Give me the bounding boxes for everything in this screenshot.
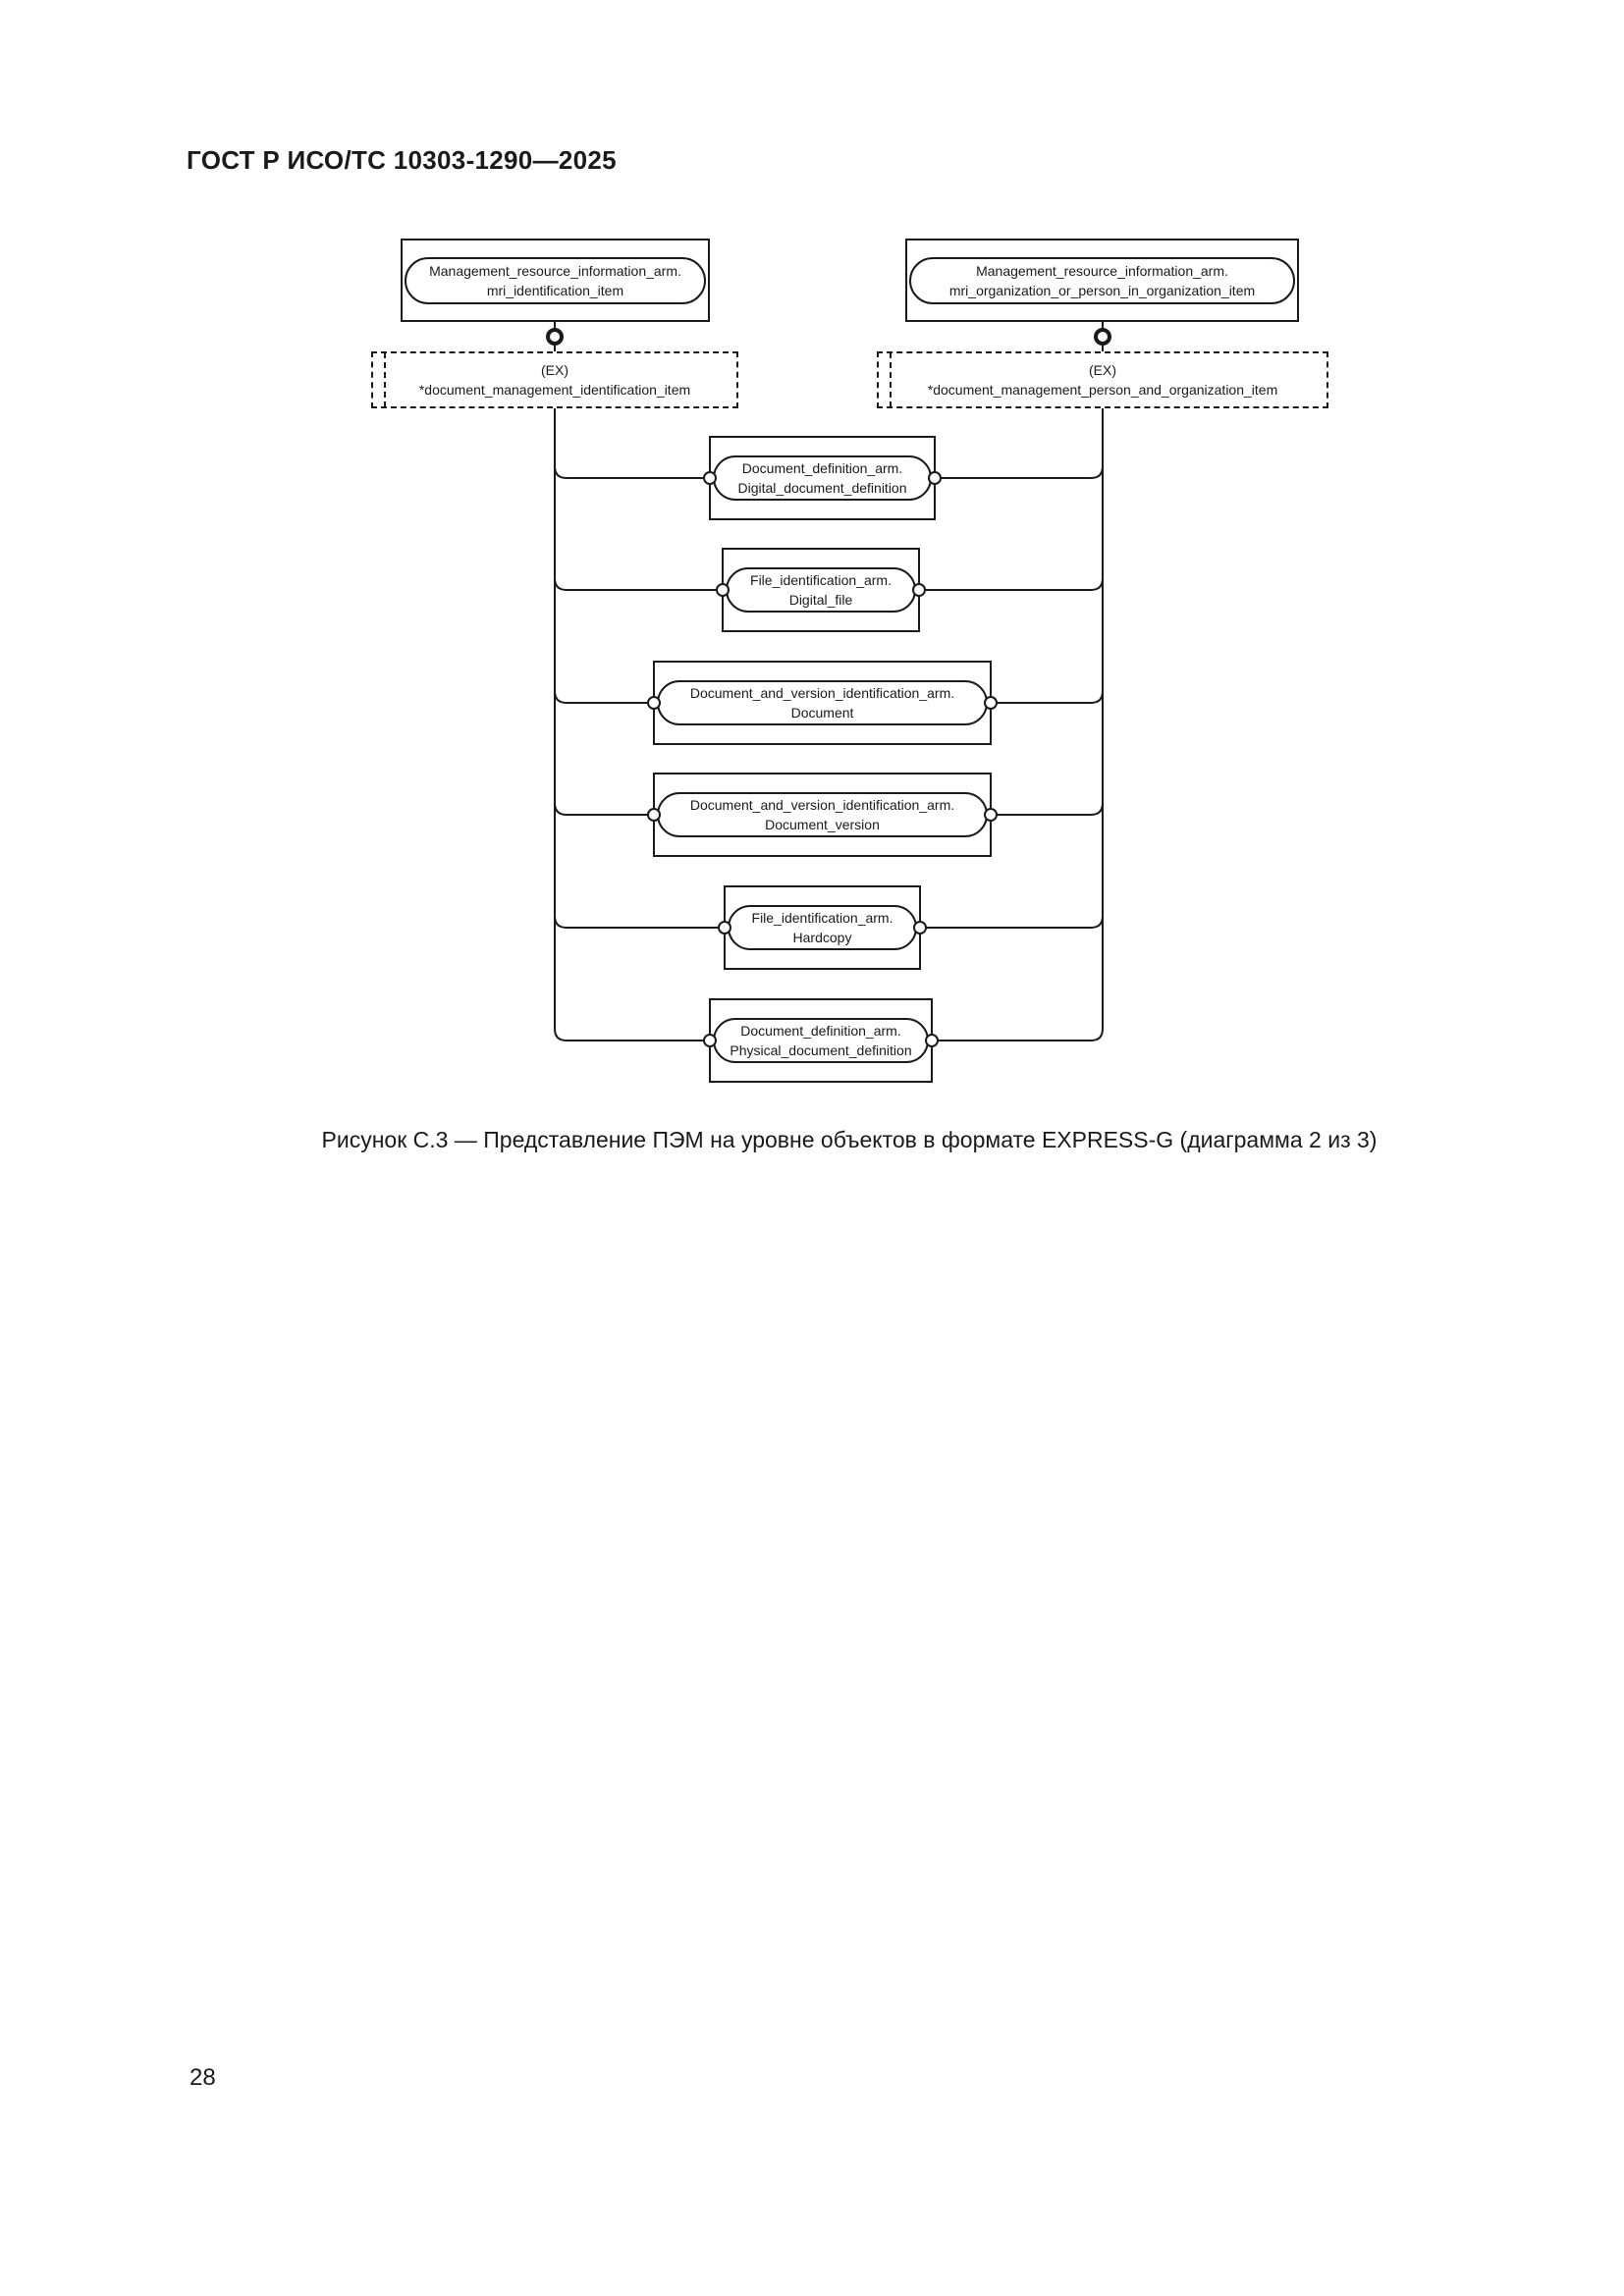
entity-schema: File_identification_arm.: [750, 572, 892, 588]
entity-name: Hardcopy: [792, 930, 852, 945]
connection-circle-icon: [984, 808, 998, 822]
entity-stadium: Document_definition_arm. Digital_documen…: [713, 455, 932, 501]
entity-stadium: File_identification_arm. Hardcopy: [728, 905, 917, 950]
select-type-box-person-and-organization-item: (EX) *document_management_person_and_org…: [877, 351, 1328, 408]
entity-stadium: Document_and_version_identification_arm.…: [657, 792, 988, 837]
entity-stadium: Management_resource_information_arm. mri…: [405, 256, 706, 304]
entity-name: Digital_document_definition: [737, 480, 907, 496]
entity-name: mri_organization_or_person_in_organizati…: [948, 282, 1256, 298]
entity-schema: Document_and_version_identification_arm.: [689, 797, 955, 813]
entity-stadium: Management_resource_information_arm. mri…: [909, 256, 1295, 304]
entity-schema: Management_resource_information_arm.: [429, 262, 681, 279]
connection-circle-icon: [984, 696, 998, 710]
relationship-circle-icon: [1094, 328, 1111, 346]
connection-circle-icon: [647, 808, 661, 822]
select-type-name: *document_management_person_and_organiza…: [927, 382, 1278, 398]
entity-schema: Management_resource_information_arm.: [976, 262, 1228, 279]
entity-name: Physical_document_definition: [730, 1042, 912, 1058]
figure-caption: Рисунок С.3 — Представление ПЭМ на уровн…: [321, 1127, 1378, 1152]
entity-box-mri-identification-item: Management_resource_information_arm. mri…: [401, 239, 710, 322]
select-type-box-identification-item: (EX) *document_management_identification…: [371, 351, 738, 408]
entity-schema: File_identification_arm.: [751, 910, 893, 926]
connection-circle-icon: [925, 1034, 939, 1047]
entity-box-mri-organization-or-person: Management_resource_information_arm. mri…: [905, 239, 1299, 322]
connection-circle-icon: [703, 471, 717, 485]
select-type-tag: (EX): [541, 362, 568, 378]
entity-box-hardcopy: File_identification_arm. Hardcopy: [718, 885, 927, 970]
entity-name: mri_identification_item: [486, 282, 624, 298]
select-type-tag: (EX): [1089, 362, 1116, 378]
page-number: 28: [189, 2064, 216, 2091]
entity-stadium: Document_and_version_identification_arm.…: [657, 680, 988, 725]
entity-stadium: Document_definition_arm. Physical_docume…: [713, 1018, 929, 1063]
entity-name: Document: [790, 705, 854, 721]
relationship-circle-icon: [546, 328, 564, 346]
entity-box-digital-document-definition: Document_definition_arm. Digital_documen…: [703, 436, 942, 520]
entity-box-physical-document-definition: Document_definition_arm. Physical_docume…: [703, 998, 939, 1083]
connection-circle-icon: [912, 583, 926, 597]
entity-stadium: File_identification_arm. Digital_file: [726, 567, 916, 613]
entity-name: Document_version: [765, 817, 880, 832]
connection-circle-icon: [703, 1034, 717, 1047]
connection-circle-icon: [913, 921, 927, 934]
entity-box-document-version: Document_and_version_identification_arm.…: [647, 773, 998, 857]
entity-box-digital-file: File_identification_arm. Digital_file: [716, 548, 926, 632]
connection-circle-icon: [718, 921, 731, 934]
entity-schema: Document_definition_arm.: [740, 1023, 901, 1039]
entity-schema: Document_definition_arm.: [741, 460, 903, 476]
select-type-name: *document_management_identification_item: [418, 382, 691, 398]
connection-circle-icon: [716, 583, 730, 597]
page-title: ГОСТ Р ИСО/ТС 10303-1290—2025: [187, 145, 617, 175]
entity-name: Digital_file: [788, 592, 853, 608]
entity-box-document: Document_and_version_identification_arm.…: [647, 661, 998, 745]
connection-circle-icon: [647, 696, 661, 710]
entity-schema: Document_and_version_identification_arm.: [689, 685, 955, 701]
connection-circle-icon: [928, 471, 942, 485]
